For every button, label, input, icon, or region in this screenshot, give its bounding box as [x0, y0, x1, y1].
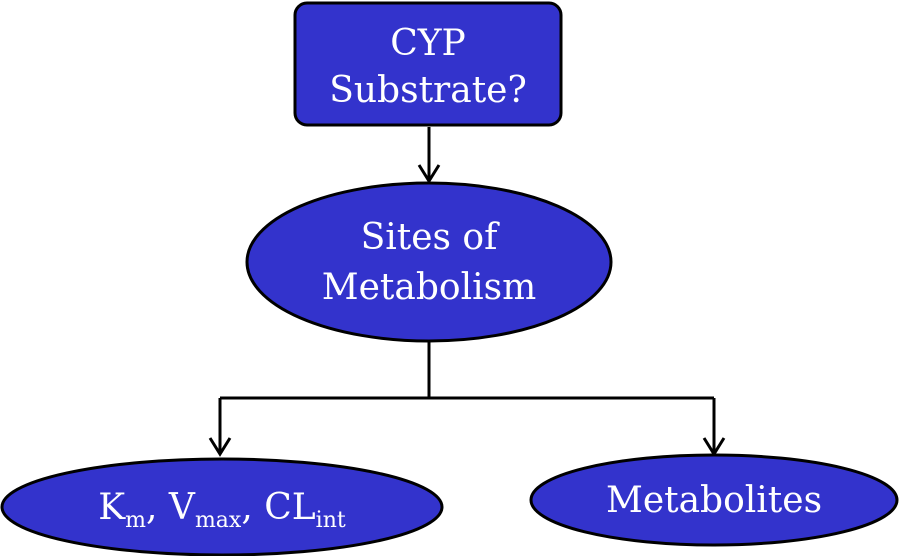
edge-sites-to-kinetics [208, 398, 232, 457]
node-label: Metabolites [606, 480, 822, 521]
vmax-symbol: , V [146, 487, 196, 528]
clint-symbol: , CL [241, 487, 315, 528]
edge-substrate-to-sites [417, 127, 441, 184]
km-symbol: K [98, 487, 126, 528]
arrowhead-icon [208, 437, 232, 457]
edge-sites-branch [220, 340, 714, 400]
km-subscript: m [125, 508, 146, 533]
node-label: Km, Vmax, CLint [98, 487, 346, 533]
node-metabolites: Metabolites [529, 453, 899, 547]
node-label-line2: Substrate? [329, 70, 527, 111]
node-shape [245, 181, 613, 343]
node-shape [529, 453, 899, 547]
edge-sites-to-metabolites [702, 398, 726, 457]
arrowhead-icon [417, 164, 441, 184]
node-shape [0, 457, 444, 556]
node-cyp-substrate: CYP Substrate? [293, 1, 563, 127]
node-sites-of-metabolism: Sites of Metabolism [245, 181, 613, 343]
node-label-line1: CYP [390, 23, 466, 64]
clint-subscript: int [316, 508, 346, 533]
vmax-subscript: max [195, 508, 242, 533]
node-label-line1: Sites of [361, 217, 501, 258]
node-label-line2: Metabolism [322, 267, 536, 308]
node-kinetic-parameters: Km, Vmax, CLint [0, 457, 444, 556]
node-shape [293, 1, 563, 127]
